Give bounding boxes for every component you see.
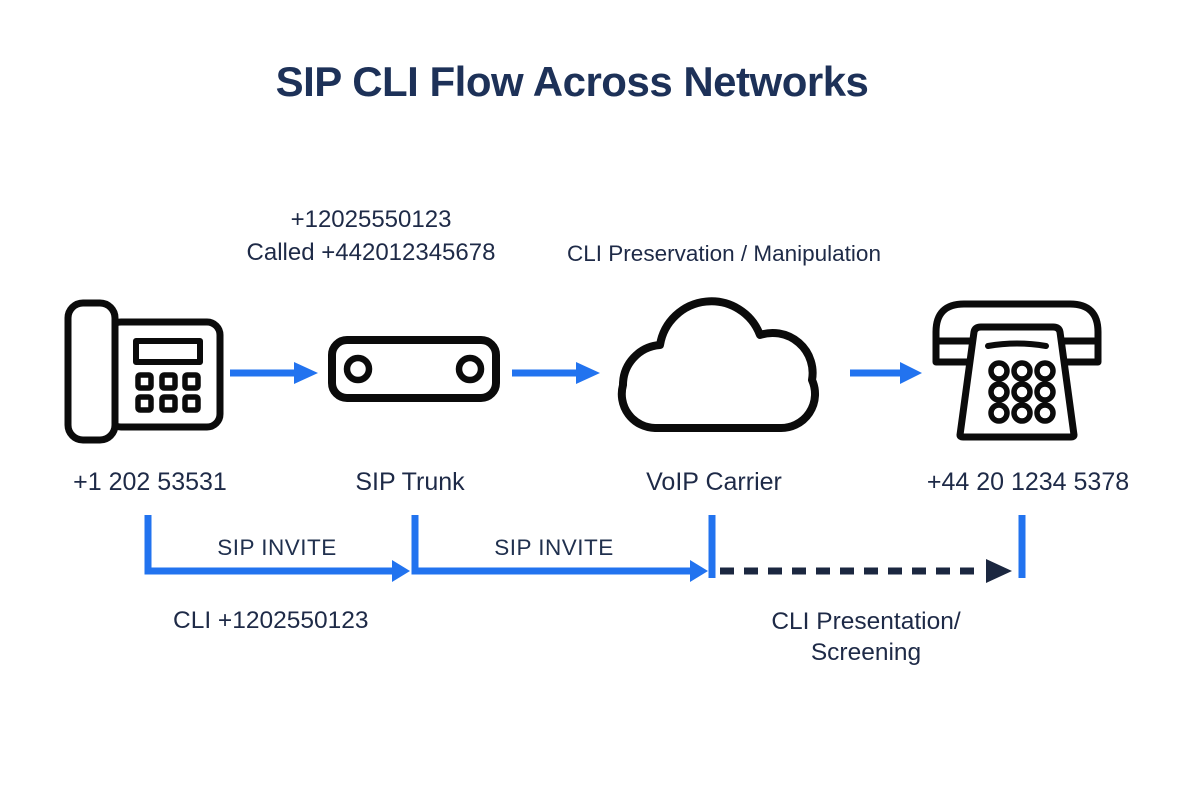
page-title: SIP CLI Flow Across Networks bbox=[275, 58, 869, 105]
caller-node bbox=[60, 298, 228, 446]
sip-trunk-node bbox=[328, 336, 500, 402]
sip-invite-label-1: SIP INVITE bbox=[217, 535, 337, 560]
flow-arrow-carrier-to-callee bbox=[850, 362, 922, 384]
voip-carrier-node bbox=[617, 293, 820, 435]
signalling-flow-lines bbox=[144, 515, 1026, 583]
sip-invite-label-2: SIP INVITE bbox=[494, 535, 614, 560]
presentation-note-line2: Screening bbox=[810, 639, 922, 666]
flow-arrow-caller-to-trunk bbox=[230, 362, 318, 384]
cli-preservation-annotation: CLI Preservation / Manipulation bbox=[567, 241, 881, 266]
origin-called-annotation: Called +442012345678 bbox=[246, 239, 496, 266]
callee-node bbox=[932, 300, 1102, 442]
invite2-arrowhead bbox=[690, 560, 708, 582]
sip-trunk-icon bbox=[328, 336, 500, 402]
rotary-phone-icon bbox=[932, 300, 1102, 441]
invite1-arrowhead bbox=[392, 560, 410, 582]
caller-label: +1 202 53531 bbox=[73, 468, 227, 496]
callee-label: +44 20 1234 5378 bbox=[926, 468, 1130, 496]
voip-carrier-label: VoIP Carrier bbox=[646, 468, 782, 496]
origin-cli-annotation: +12025550123 bbox=[290, 206, 452, 233]
presentation-note-line1: CLI Presentation/ bbox=[771, 608, 961, 635]
cli-sent-note: CLI +1202550123 bbox=[173, 607, 369, 634]
presentation-note: CLI Presentation/ Screening bbox=[771, 606, 960, 668]
invite1-line bbox=[144, 515, 394, 575]
desk-phone-icon bbox=[64, 299, 224, 444]
sip-trunk-label: SIP Trunk bbox=[355, 468, 465, 496]
cloud-icon bbox=[617, 297, 820, 433]
flow-arrow-trunk-to-carrier bbox=[512, 362, 600, 384]
presentation-arrowhead bbox=[986, 559, 1012, 583]
invite2-line bbox=[411, 515, 692, 575]
